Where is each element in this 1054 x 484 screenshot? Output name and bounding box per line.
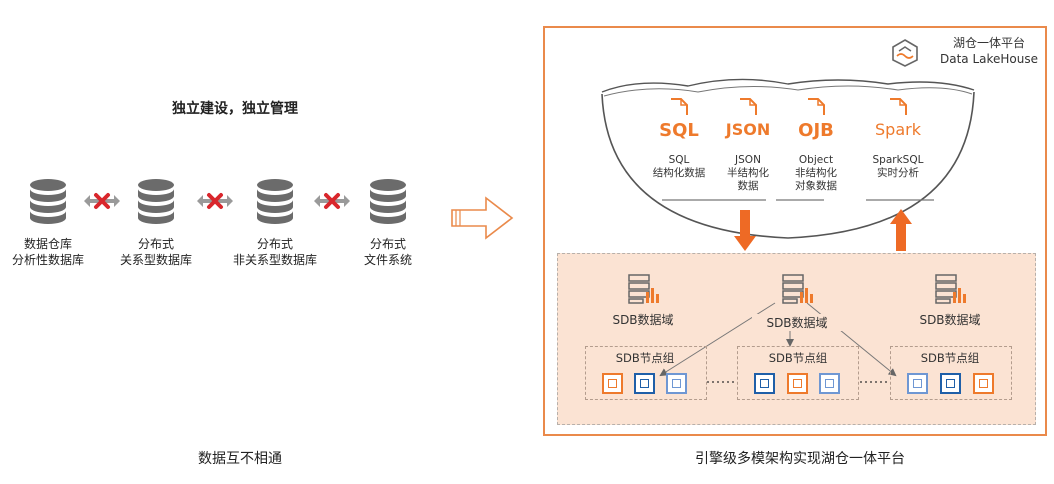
database-label: 数据仓库 分析性数据库 xyxy=(0,236,96,268)
up-arrow-icon xyxy=(889,208,913,256)
format-label-line: 实时分析 xyxy=(877,167,919,179)
node-group-label: SDB节点组 xyxy=(768,351,828,365)
format-label-line: 对象数据 xyxy=(795,180,837,192)
database-icon xyxy=(368,178,408,226)
database-label-line: 数据仓库 xyxy=(23,237,72,251)
format-label: JSON 半结构化 数据 xyxy=(714,154,782,193)
node-icon xyxy=(907,373,928,394)
lakehouse-logo-icon xyxy=(890,38,920,72)
node-group xyxy=(890,346,1012,400)
format-label-line: SQL xyxy=(668,154,690,166)
blocked-link-icon xyxy=(196,192,234,210)
node-icon xyxy=(666,373,687,394)
node-icon xyxy=(602,373,623,394)
database-label-line: 非关系型数据库 xyxy=(232,253,317,267)
node-group-label: SDB节点组 xyxy=(920,351,980,365)
format-icon-text: Spark xyxy=(875,120,921,139)
node-icon xyxy=(754,373,775,394)
database-icon xyxy=(136,178,176,226)
lakehouse-panel xyxy=(543,26,1047,436)
database-label: 分布式 非关系型数据库 xyxy=(220,236,330,268)
blocked-link-icon xyxy=(83,192,121,210)
database-icon xyxy=(28,178,68,226)
database-label: 分布式 文件系统 xyxy=(340,236,436,268)
down-arrow-icon xyxy=(733,210,757,256)
node-group xyxy=(737,346,859,400)
server-chart-icon xyxy=(628,274,660,308)
server-chart-icon xyxy=(782,274,814,308)
node-icon xyxy=(787,373,808,394)
transition-arrow-icon xyxy=(450,196,514,244)
spark-file-icon: Spark xyxy=(866,98,930,139)
blocked-link-icon xyxy=(313,192,351,210)
json-file-icon: JSON xyxy=(722,98,774,139)
node-icon xyxy=(819,373,840,394)
server-chart-icon xyxy=(935,274,967,308)
format-label-line: 半结构化 xyxy=(727,167,769,179)
format-icon-text: SQL xyxy=(659,120,699,141)
database-icon xyxy=(255,178,295,226)
database-label-line: 文件系统 xyxy=(363,253,412,267)
brand-line: 湖仓一体平台 xyxy=(952,36,1025,50)
format-label-line: 数据 xyxy=(737,180,759,192)
format-icon-text: JSON xyxy=(725,120,771,139)
database-label-line: 关系型数据库 xyxy=(119,253,192,267)
sql-file-icon: SQL xyxy=(655,98,703,141)
object-file-icon: OJB xyxy=(791,98,841,141)
node-group xyxy=(585,346,707,400)
format-label: Object 非结构化 对象数据 xyxy=(782,154,850,193)
database-label-line: 分析性数据库 xyxy=(11,253,84,267)
format-label: SQL 结构化数据 xyxy=(644,154,714,180)
database-label-line: 分布式 xyxy=(369,237,406,251)
node-icon xyxy=(634,373,655,394)
left-title: 独立建设，独立管理 xyxy=(172,101,298,117)
node-icon xyxy=(973,373,994,394)
node-icon xyxy=(940,373,961,394)
format-label-line: SparkSQL xyxy=(872,154,924,166)
format-label-line: Object xyxy=(798,154,834,166)
format-label-line: JSON xyxy=(735,154,761,166)
format-icon-text: OJB xyxy=(798,120,834,141)
format-label: SparkSQL 实时分析 xyxy=(860,154,936,180)
format-label-line: 非结构化 xyxy=(795,167,837,179)
database-label-line: 分布式 xyxy=(256,237,293,251)
database-label: 分布式 关系型数据库 xyxy=(106,236,206,268)
domain-label: SDB数据域 xyxy=(919,313,981,327)
domain-label: SDB数据域 xyxy=(612,313,674,327)
brand-title: 湖仓一体平台 Data LakeHouse xyxy=(936,35,1042,67)
data-lake-bowl xyxy=(598,70,978,254)
format-label-line: 结构化数据 xyxy=(652,167,706,179)
brand-line: Data LakeHouse xyxy=(939,52,1038,66)
domain-label: SDB数据域 xyxy=(752,314,842,331)
left-caption: 数据互不相通 xyxy=(198,451,282,467)
right-caption: 引擎级多模架构实现湖仓一体平台 xyxy=(695,451,905,467)
node-group-label: SDB节点组 xyxy=(615,351,675,365)
database-label-line: 分布式 xyxy=(137,237,174,251)
